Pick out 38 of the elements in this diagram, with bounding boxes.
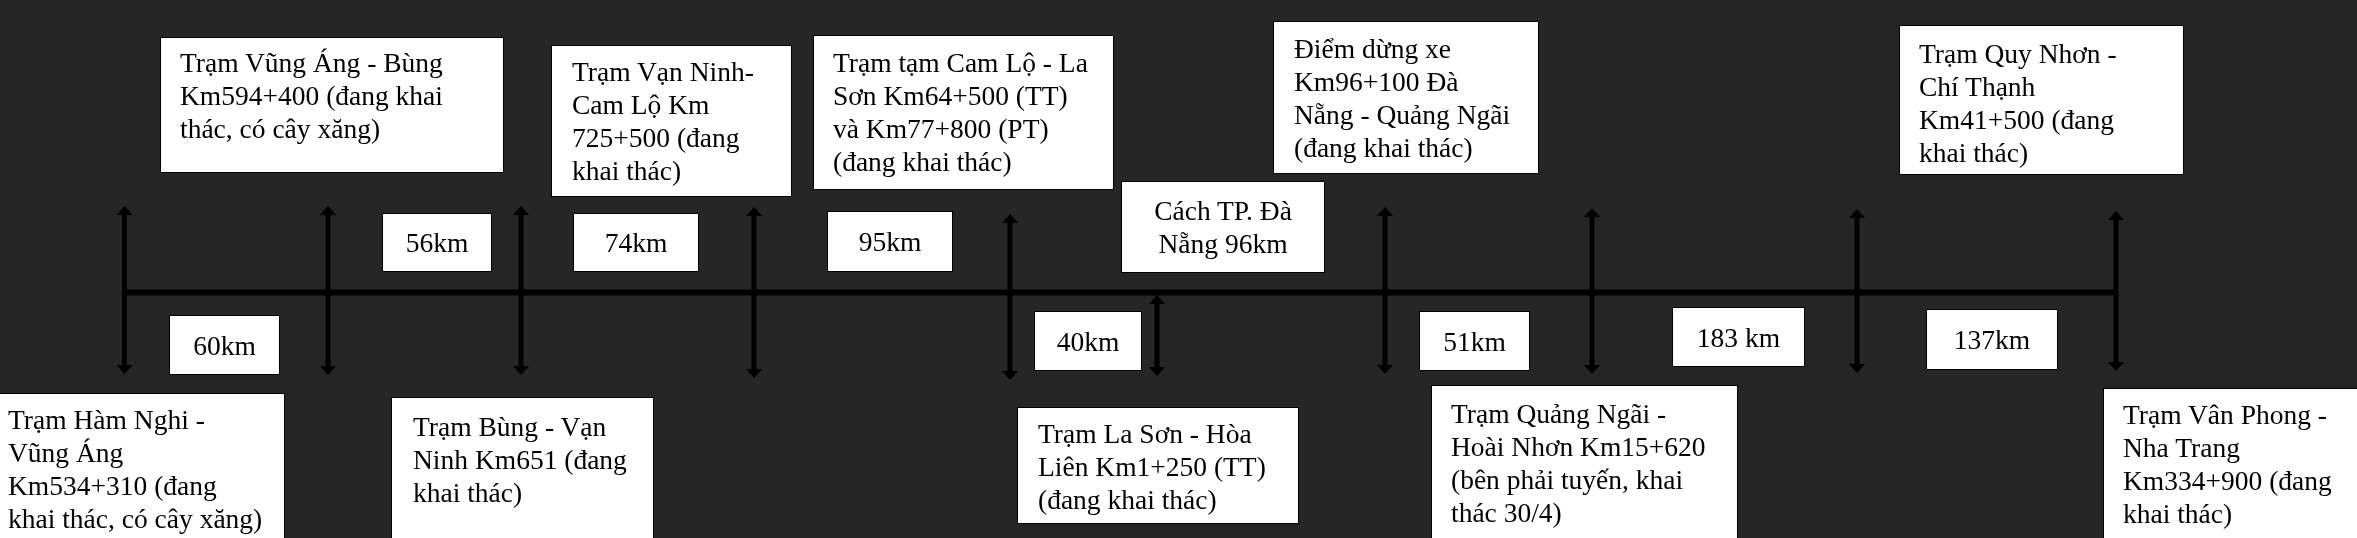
station-box (0, 393, 285, 538)
distance-label: 56km (405, 226, 469, 259)
distance-box (1034, 311, 1142, 371)
station-label: Trạm Hàm Nghi - Vũng Áng Km534+310 (đang khai thác, có cây xăng) (8, 403, 264, 535)
distance-label: 74km (604, 226, 668, 259)
station-label: Trạm Quảng Ngãi - Hoài Nhơn Km15+620 (bên phải tuyến, khai thác 30/4) (1451, 397, 1707, 529)
distance-box (1672, 307, 1805, 367)
distance-label: 40km (1056, 324, 1120, 358)
station-box (813, 35, 1114, 190)
distance-box (827, 211, 953, 272)
station-label: Trạm Vũng Áng - Bùng Km594+400 (đang khai thác, có cây xăng) (180, 46, 444, 145)
distance-box (1121, 181, 1325, 273)
station-box (551, 45, 792, 197)
station-label: Trạm tạm Cam Lộ - La Sơn Km64+500 (TT) và Km77+800 (PT) (đang khai thác) (833, 46, 1089, 178)
distance-box (382, 213, 492, 272)
distance-box (169, 315, 280, 375)
station-box (391, 397, 654, 538)
station-label: Trạm La Sơn - Hòa Liên Km1+250 (TT) (đang khai thác) (1038, 417, 1267, 516)
station-box (1899, 25, 2184, 175)
distance-label: 60km (192, 328, 257, 362)
distance-label: 51km (1442, 324, 1507, 358)
distance-label: Cách TP. Đà Nẵng 96km (1153, 194, 1293, 260)
station-label: Trạm Vân Phong - Nha Trang Km334+900 (đang khai thác) (2123, 398, 2333, 530)
station-label: Điểm dừng xe Km96+100 Đà Nẵng - Quảng Ngãi (đang khai thác) (1294, 32, 1512, 164)
distance-label: 95km (858, 225, 922, 258)
station-box (2103, 388, 2357, 538)
station-label: Trạm Vạn Ninh-Cam Lộ Km 725+500 (đang khai thác) (572, 55, 755, 187)
distance-box (1926, 309, 2058, 370)
station-label: Trạm Bùng - Vạn Ninh Km651 (đang khai thác) (413, 410, 628, 509)
station-box (1273, 21, 1539, 174)
station-box (1431, 385, 1738, 538)
distance-box (1419, 311, 1530, 371)
distance-box (573, 213, 699, 272)
distance-label: 183 km (1696, 320, 1781, 354)
distance-label: 137km (1953, 323, 2031, 356)
station-box (1017, 407, 1299, 524)
station-label: Trạm Quy Nhơn - Chí Thạnh Km41+500 (đang khai thác) (1919, 37, 2118, 169)
station-box (160, 37, 504, 173)
